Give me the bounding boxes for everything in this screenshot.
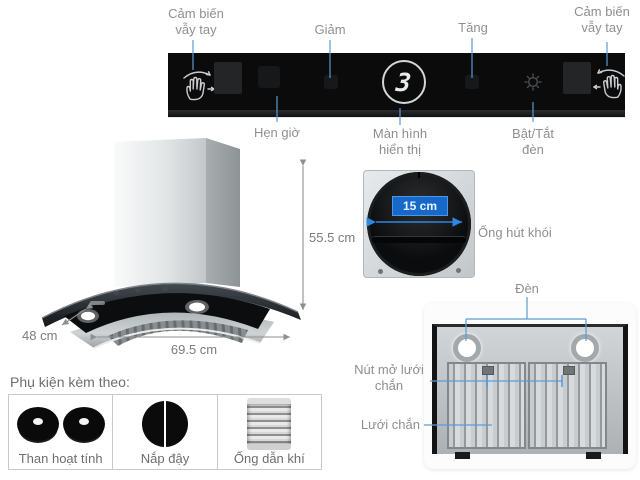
cover-icon: [141, 399, 188, 449]
sensor-window-right: [563, 62, 591, 94]
grease-filter-left: [447, 362, 526, 449]
lamp-left: [453, 334, 481, 362]
label-filter-latch: Nút mở lưới chắn: [354, 362, 424, 394]
grease-filters: [447, 362, 607, 449]
speed-display-value: 3: [394, 67, 414, 97]
sensor-window-left: [214, 62, 242, 94]
smoke-duct-opening: [367, 172, 471, 276]
filter-latch-left: [481, 366, 494, 375]
light-bulb-icon: [521, 71, 545, 95]
hand-wave-icon-left: [180, 68, 218, 104]
label-display: Màn hình hiển thị: [372, 126, 428, 158]
accessory-label: Ống dẫn khí: [233, 451, 305, 466]
label-lamp: Đèn: [515, 281, 539, 296]
label-sensor-left: Cảm biến vẫy tay: [168, 6, 224, 38]
duct-top-tick: [418, 172, 420, 178]
accessory-label: Nắp đậy: [140, 451, 190, 466]
screw-icon: [456, 268, 461, 273]
accessories-heading: Phụ kiện kèm theo:: [10, 374, 130, 390]
label-light-toggle: Bật/Tắt đèn: [512, 126, 554, 158]
accessory-label: Than hoạt tính: [18, 451, 103, 466]
increase-button: [465, 75, 479, 89]
dimension-width: 69.5 cm: [170, 342, 218, 357]
lamp-right: [571, 334, 599, 362]
screw-icon: [378, 269, 383, 274]
label-decrease: Giảm: [314, 22, 346, 37]
air-duct-icon: [247, 398, 292, 450]
hood-foot: [455, 452, 470, 459]
label-filter: Lưới chắn: [360, 417, 420, 432]
dimension-depth: 48 cm: [22, 328, 58, 343]
grease-filter-right: [528, 362, 607, 449]
hood-foot: [586, 452, 601, 459]
label-timer: Hẹn giờ: [253, 125, 301, 140]
control-panel-reflection: [168, 110, 625, 118]
decrease-button: [324, 75, 338, 89]
accessory-carbon-filter: Than hoạt tính: [9, 395, 114, 469]
duct-damper-flap: [372, 236, 466, 243]
label-smoke-duct: Ống hút khói: [478, 225, 552, 240]
accessory-cover: Nắp đậy: [113, 395, 218, 469]
timer-button: [258, 66, 280, 88]
hand-wave-icon-right: [590, 66, 628, 102]
accessory-air-duct: Ống dẫn khí: [218, 395, 321, 469]
dimension-height: 55.5 cm: [309, 230, 356, 245]
label-sensor-right: Cảm biến vẫy tay: [574, 4, 630, 36]
carbon-filter-icon: [16, 400, 105, 448]
duct-diameter-badge: 15 cm: [392, 196, 448, 216]
accessories-table: Than hoạt tính Nắp đậy Ống dẫn khí: [8, 394, 322, 470]
speed-display: 3: [382, 60, 426, 104]
label-increase: Tăng: [458, 20, 488, 35]
filter-latch-right: [562, 366, 575, 375]
range-hood-illustration: [41, 138, 301, 349]
